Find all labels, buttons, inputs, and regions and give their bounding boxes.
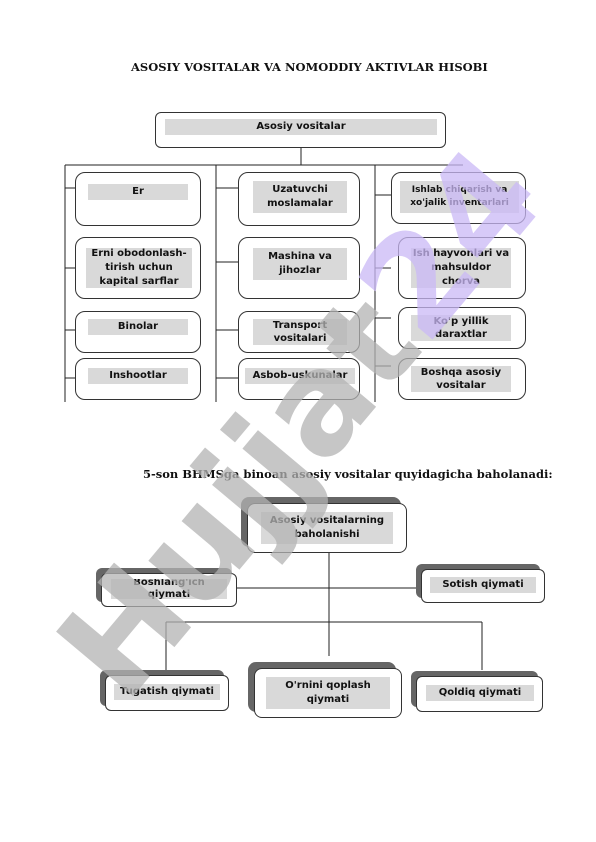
- node-qoldiq-qiymati: Qoldiq qiymati: [416, 676, 543, 712]
- node-ish-hayvonlari: Ish hayvonlari va mahsuldor chorva: [398, 237, 526, 299]
- node-sotish-qiymati: Sotish qiymati: [421, 569, 545, 603]
- node-boshlangich-qiymati: Boshlang'ich qiymati: [101, 573, 237, 607]
- node-label: Asbob-uskunalar: [252, 370, 348, 381]
- node-label: Binolar: [117, 321, 159, 332]
- node-label: Qoldiq qiymati: [438, 687, 522, 698]
- node-label: Transport vositalari: [272, 320, 328, 344]
- node-label: Inshootlar: [109, 370, 167, 381]
- node-label: Er: [132, 186, 144, 197]
- document-title: ASOSIY VOSITALAR VA NOMODDIY AKTIVLAR HI…: [131, 60, 488, 74]
- node-label: Boshlang'ich qiymati: [133, 579, 205, 599]
- node-label: Ish hayvonlari va mahsuldor chorva: [412, 248, 510, 287]
- node-label: O'rnini qoplash qiymati: [285, 680, 371, 705]
- node-tugatish-qiymati: Tugatish qiymati: [105, 675, 229, 711]
- node-erni-obodonlashtirish: Erni obodonlash-tirish uchun kapital sar…: [75, 237, 201, 299]
- root-node-asosiy-vositalar: Asosiy vositalar: [155, 112, 446, 148]
- node-asbob-uskunalar: Asbob-uskunalar: [238, 358, 360, 400]
- root-node-label: Asosiy vositalar: [256, 121, 346, 132]
- node-label: Erni obodonlash-tirish uchun kapital sar…: [91, 248, 187, 287]
- node-label: Sotish qiymati: [442, 579, 524, 590]
- node-label: Ko'p yillik daraxtlar: [433, 316, 489, 340]
- node-binolar: Binolar: [75, 311, 201, 353]
- node-boshqa-asosiy-vositalar: Boshqa asosiy vositalar: [398, 358, 526, 400]
- node-er: Er: [75, 172, 201, 226]
- node-ishlab-chiqarish-inventarlari: Ishlab chiqarish va xo'jalik inventarlar…: [391, 172, 526, 224]
- node-kop-yillik-daraxtlar: Ko'p yillik daraxtlar: [398, 307, 526, 349]
- node-uzatuvchi-moslamalar: Uzatuvchi moslamalar: [238, 172, 360, 226]
- node-label: Ishlab chiqarish va xo'jalik inventarlar…: [410, 185, 509, 208]
- node-label: Asosiy vositalarning baholanishi: [269, 515, 385, 540]
- node-label: Mashina va jihozlar: [268, 251, 332, 276]
- root-node-baholanishi: Asosiy vositalarning baholanishi: [247, 503, 407, 553]
- node-mashina-va-jihozlar: Mashina va jihozlar: [238, 237, 360, 299]
- node-ornini-qoplash-qiymati: O'rnini qoplash qiymati: [254, 668, 402, 718]
- node-label: Uzatuvchi moslamalar: [267, 184, 333, 209]
- node-label: Boshqa asosiy vositalar: [420, 367, 502, 391]
- node-label: Tugatish qiymati: [120, 686, 214, 697]
- section-title: 5-son BHMSga binoan asosiy vositalar quy…: [143, 467, 553, 481]
- node-transport-vositalari: Transport vositalari: [238, 311, 360, 353]
- node-inshootlar: Inshootlar: [75, 358, 201, 400]
